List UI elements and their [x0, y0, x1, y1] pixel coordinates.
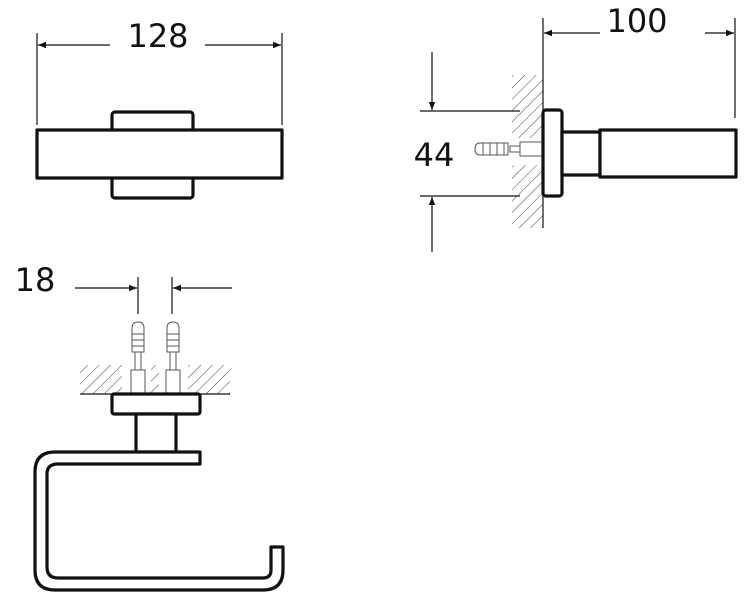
wall-hatch: [188, 365, 230, 394]
wall-flange: [541, 108, 564, 198]
dimension-44: 44: [414, 136, 455, 174]
wall-anchor: [165, 321, 181, 395]
dimension-128: 128: [127, 17, 188, 55]
wall-hatch: [151, 365, 159, 394]
top-view: 128: [35, 17, 284, 200]
neck: [134, 412, 178, 454]
holder-bar: [35, 128, 284, 180]
wall-plate: [110, 392, 202, 416]
paper-hook: [33, 450, 285, 592]
wall-hatch: [80, 365, 122, 394]
holder-bar: [598, 128, 738, 179]
wall-hatch: [512, 75, 543, 138]
side-view: 100 44: [414, 2, 738, 252]
neck: [560, 130, 602, 177]
wall-anchor: [130, 321, 146, 395]
wall-hatch: [512, 165, 543, 228]
dimension-100: 100: [606, 2, 667, 40]
wall-anchor: [474, 141, 543, 157]
dimension-18: 18: [15, 261, 56, 299]
front-view: 18: [15, 261, 285, 592]
